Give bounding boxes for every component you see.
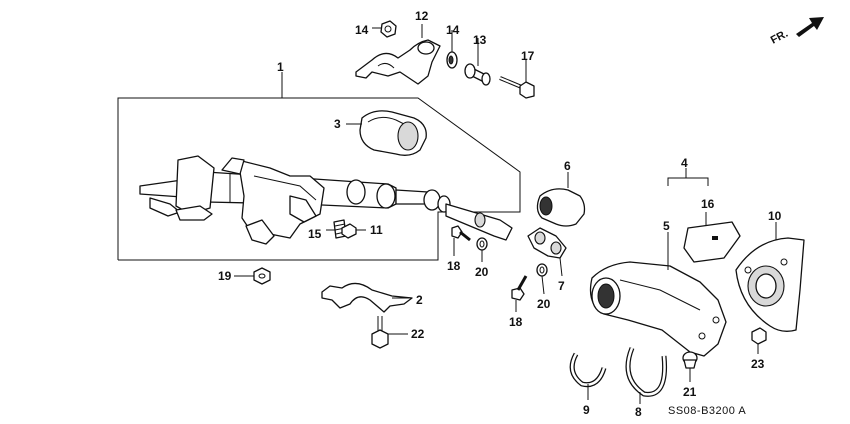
part-1-steering-column [139,155,513,245]
callout-6: 6 [564,159,571,173]
callout-4: 4 [681,156,688,170]
callout-1: 1 [277,60,284,74]
callout-14-right: 14 [446,23,460,37]
callout-23: 23 [751,357,765,371]
part-14-nut-left [380,20,397,38]
part-16-cover-panel [683,221,741,263]
part-21-clip [682,351,698,369]
part-10-column-plate [735,237,805,332]
cover-assembly-bracket [667,177,709,186]
callout-22: 22 [411,327,425,341]
part-13-collar [464,63,491,86]
leader-lines [234,24,777,404]
callout-20-lower: 20 [537,297,551,311]
part-20-washer-upper [476,237,488,251]
part-11-nut [341,223,357,239]
callout-20-upper: 20 [475,265,489,279]
part-23-nut [751,327,767,345]
part-3-bush [359,110,427,156]
part-22-bolt [371,316,389,349]
callout-17: 17 [521,49,535,63]
part-18-bolt-upper [451,225,471,242]
callout-16: 16 [701,197,715,211]
callout-10: 10 [768,209,782,223]
callout-13: 13 [473,33,487,47]
callout-15: 15 [308,227,322,241]
part-5-lower-cover [589,261,727,357]
part-6-joint-cover [536,188,586,227]
callout-19: 19 [218,269,232,283]
callout-8: 8 [635,405,642,419]
reference-code: SS08-B3200 A [668,405,746,417]
callout-18-lower: 18 [509,315,523,329]
column-assembly-outline [117,97,521,261]
part-19-nut [253,267,271,285]
callout-12: 12 [415,9,429,23]
part-7-universal-joint [527,227,567,259]
part-20-washer-lower [536,263,548,277]
callout-2: 2 [416,293,423,307]
callout-14-left: 14 [355,23,369,37]
part-2-clamp [321,282,413,313]
part-17-bolt [499,76,535,99]
callout-7: 7 [558,279,565,293]
callout-18-upper: 18 [447,259,461,273]
part-14-nut-right [446,51,458,69]
front-direction-label: FR. [769,28,790,47]
callout-3: 3 [334,117,341,131]
callout-9: 9 [583,403,590,417]
front-arrow-icon [796,17,824,37]
callout-5: 5 [663,219,670,233]
front-direction-indicator: FR. [769,17,824,47]
part-18-bolt-lower [511,275,528,301]
callout-21: 21 [683,385,697,399]
part-9-band [569,352,607,388]
callout-labels: 1 2 3 4 5 6 7 8 9 10 11 12 13 14 14 15 1… [218,9,782,419]
part-12-bracket [355,39,441,85]
part-8-band [625,347,668,397]
callout-11: 11 [370,223,383,237]
